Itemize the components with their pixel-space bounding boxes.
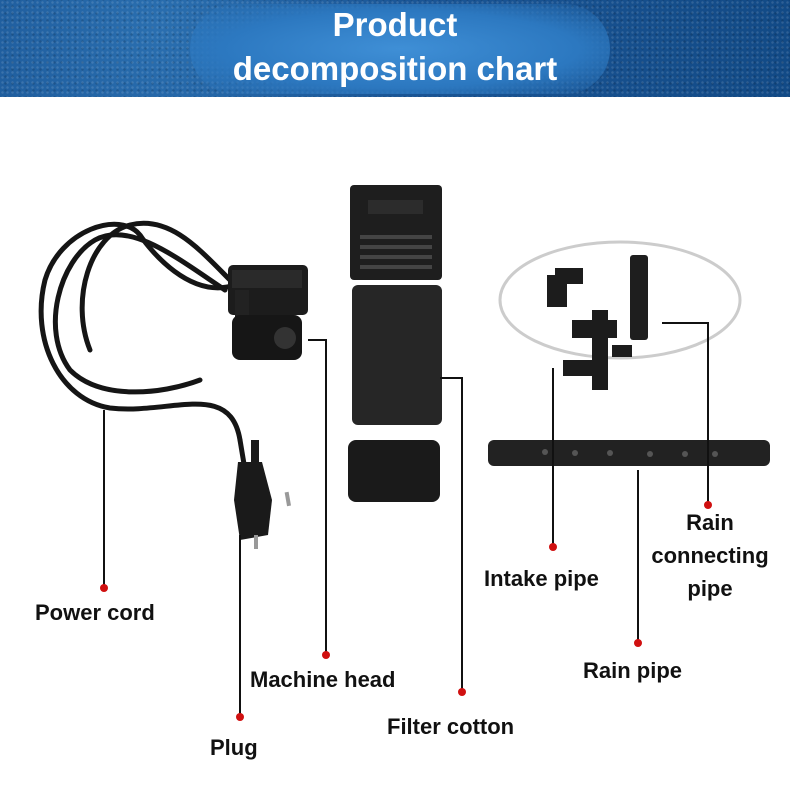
pump-image [228, 265, 308, 360]
marker-dots [100, 501, 712, 721]
label-line: connecting [651, 543, 769, 568]
label-line: Rain [686, 510, 734, 535]
leader-lines [103, 322, 709, 717]
label-intake-pipe: Intake pipe [484, 566, 599, 591]
label-line: pipe [687, 576, 733, 601]
page-title-line2: decomposition chart [232, 50, 558, 87]
label-filter-cotton: Filter cotton [387, 714, 515, 739]
label-machine-head: Machine head [250, 667, 396, 692]
page-title-line1: Product [332, 6, 458, 43]
header-banner: Product decomposition chart [0, 0, 790, 97]
label-power-cord: Power cord [35, 600, 155, 625]
plug-image [234, 440, 292, 549]
pipe-fittings-image [498, 240, 742, 390]
filter-housing-image [348, 185, 442, 502]
power-cord-image [38, 220, 248, 473]
rain-pipe-image [488, 440, 770, 466]
label-rain-pipe: Rain pipe [583, 658, 683, 683]
label-plug: Plug [210, 735, 258, 760]
label-rain-connecting-pipe: Rain connecting pipe [640, 506, 780, 605]
title-pill [190, 4, 610, 94]
